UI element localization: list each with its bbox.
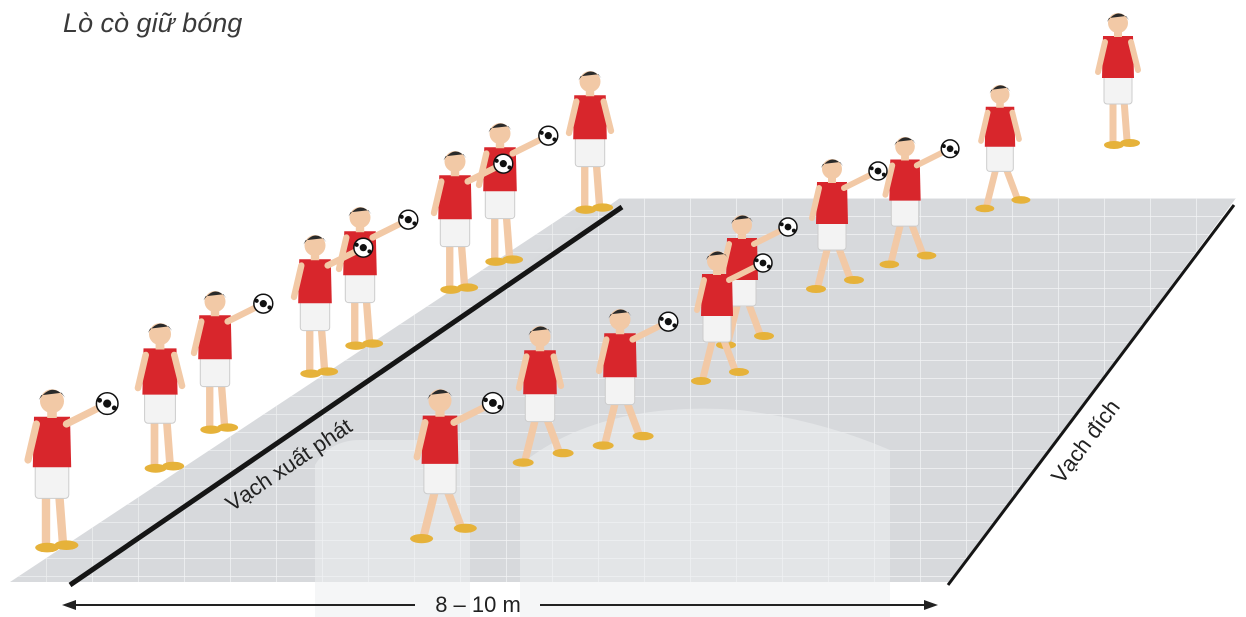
soccer-ball-icon (754, 254, 772, 272)
soccer-ball-icon (539, 126, 558, 145)
player (194, 291, 273, 434)
soccer-ball-icon (354, 238, 373, 257)
soccer-ball-icon (659, 312, 678, 331)
soccer-ball-icon (399, 210, 418, 229)
soccer-ball-icon (494, 154, 513, 173)
soccer-ball-icon (941, 140, 959, 158)
soccer-ball-icon (483, 393, 504, 414)
soccer-ball-icon (254, 294, 273, 313)
player (975, 85, 1030, 212)
player (138, 323, 184, 473)
distance-label: 8 – 10 m (435, 592, 521, 617)
soccer-ball-icon (869, 162, 887, 180)
soccer-ball-icon (779, 218, 797, 236)
soccer-ball-icon (96, 393, 118, 415)
player (1098, 13, 1140, 149)
player (569, 71, 613, 214)
